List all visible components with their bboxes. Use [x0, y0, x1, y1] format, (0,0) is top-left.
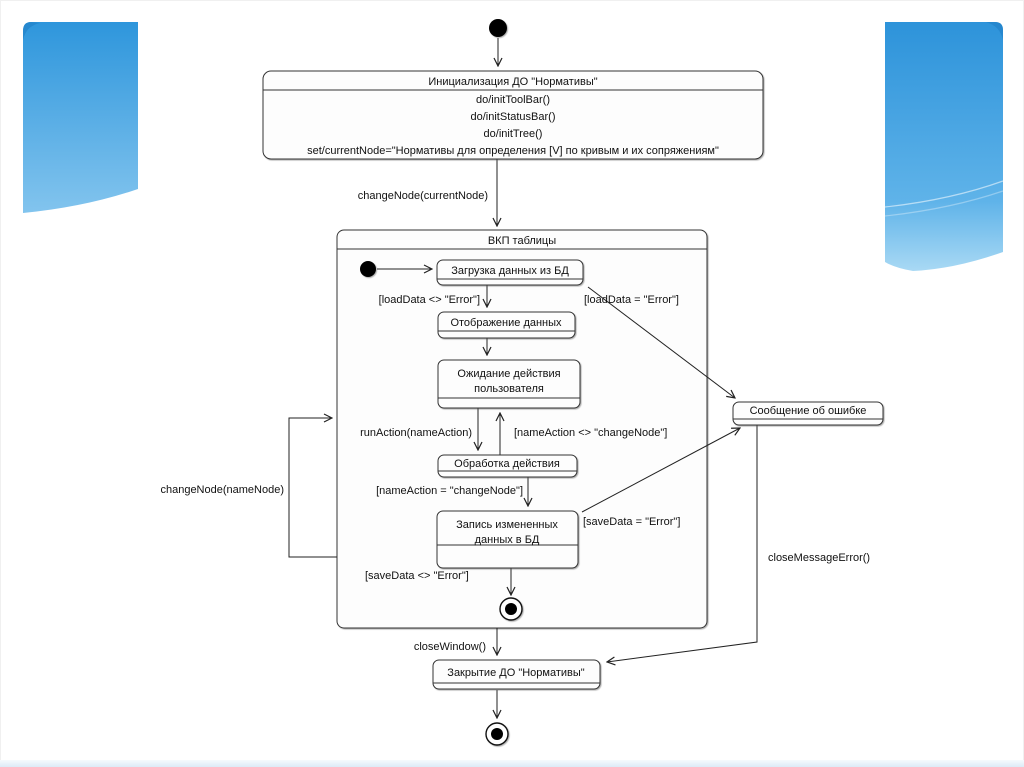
- state-save: Запись измененных данных в БД: [436, 510, 579, 569]
- final-state-inner: [499, 597, 523, 621]
- transition-labels: changeNode(currentNode) [loadData <> "Er…: [160, 190, 870, 653]
- decor-swoosh-line-2: [884, 190, 1004, 217]
- label-action-change: [nameAction = "changeNode"]: [376, 485, 523, 497]
- final-state-bottom: [485, 722, 509, 746]
- state-init-activity-2: do/initStatusBar(): [471, 111, 556, 123]
- state-vkp-tables: ВКП таблицы: [336, 229, 708, 629]
- label-load-ok: [loadData <> "Error"]: [379, 294, 480, 306]
- edge-load-to-error: [587, 286, 735, 398]
- state-close-title: Закрытие ДО "Нормативы": [447, 667, 584, 679]
- decor-banner-top-left-fold: [23, 22, 40, 40]
- edge-error-to-close: [607, 425, 758, 662]
- label-action-not-change: [nameAction <> "changeNode"]: [514, 427, 667, 439]
- state-load: Загрузка данных из БД: [436, 259, 584, 286]
- state-vkp-box: [336, 229, 708, 629]
- state-wait-title-line1: Ожидание действия: [457, 368, 560, 380]
- state-save-box: [436, 510, 579, 569]
- label-save-ok: [saveData <> "Error"]: [365, 570, 469, 582]
- transitions-layer: [288, 38, 758, 718]
- state-wait: Ожидание действия пользователя: [437, 359, 581, 409]
- decor-swoosh-line-1: [884, 180, 1004, 208]
- state-load-title: Загрузка данных из БД: [451, 265, 569, 277]
- state-init-title: Инициализация ДО "Нормативы": [428, 76, 597, 88]
- label-change-current: changeNode(currentNode): [358, 190, 488, 202]
- label-change-node: changeNode(nameNode): [160, 484, 284, 496]
- state-wait-box: [437, 359, 581, 409]
- label-save-err: [saveData = "Error"]: [583, 516, 680, 528]
- state-close: Закрытие ДО "Нормативы": [432, 659, 601, 690]
- state-init-box: [262, 70, 764, 160]
- state-display: Отображение данных: [437, 311, 576, 339]
- final-state-inner-dot: [505, 603, 517, 615]
- state-error: Сообщение об ошибке: [732, 401, 884, 426]
- decor-bottom-strip: [0, 760, 1024, 767]
- state-save-title-line2: данных в БД: [475, 534, 540, 546]
- state-init-activity-4: set/currentNode="Нормативы для определен…: [307, 145, 719, 157]
- state-init: Инициализация ДО "Нормативы" do/initTool…: [262, 70, 764, 160]
- label-load-err: [loadData = "Error"]: [584, 294, 679, 306]
- state-wait-title-line2: пользователя: [474, 383, 544, 395]
- label-close-window: closeWindow(): [414, 641, 486, 653]
- state-error-title: Сообщение об ошибке: [750, 405, 867, 417]
- state-close-box: [432, 659, 601, 690]
- decor-banner-top-right: [885, 22, 1003, 271]
- label-close-message-error: closeMessageError(): [768, 552, 870, 564]
- initial-state-top: [489, 19, 507, 37]
- decor-banner-top-left: [23, 22, 138, 213]
- initial-state-inner: [360, 261, 376, 277]
- state-init-activity-3: do/initTree(): [484, 128, 543, 140]
- edge-vkp-self-loop: [288, 418, 337, 558]
- state-vkp-title: ВКП таблицы: [488, 235, 556, 247]
- state-display-title: Отображение данных: [450, 317, 562, 329]
- final-state-bottom-dot: [491, 728, 503, 740]
- state-process: Обработка действия: [437, 454, 578, 478]
- state-init-activity-1: do/initToolBar(): [476, 94, 550, 106]
- label-run-action: runAction(nameAction): [360, 427, 472, 439]
- decor-banner-top-right-fold: [986, 22, 1003, 40]
- state-save-title-line1: Запись измененных: [456, 519, 558, 531]
- state-process-title: Обработка действия: [454, 458, 560, 470]
- edge-save-to-error: [581, 428, 740, 513]
